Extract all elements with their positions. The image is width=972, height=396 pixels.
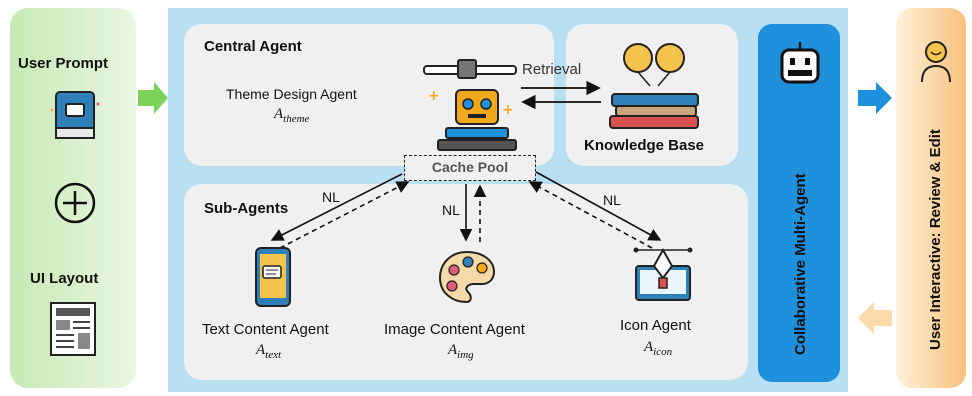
icon-agent-label: Icon Agent bbox=[620, 317, 691, 334]
nl-label-image: NL bbox=[442, 202, 460, 218]
layout-icon bbox=[50, 302, 96, 356]
cache-pool: Cache Pool bbox=[404, 155, 536, 181]
central-agent-title: Central Agent bbox=[204, 38, 302, 55]
output-arrow bbox=[858, 82, 892, 114]
phone-chat-icon bbox=[255, 247, 291, 307]
input-arrow bbox=[138, 82, 168, 114]
image-agent-label: Image Content Agent bbox=[384, 321, 525, 338]
image-agent-symbol: Aimg bbox=[448, 342, 474, 361]
theme-agent-symbol: Atheme bbox=[274, 106, 310, 125]
collaborative-multi-agent-box bbox=[758, 24, 840, 382]
sub-agents-title: Sub-Agents bbox=[204, 200, 289, 217]
svg-text:+: + bbox=[502, 102, 514, 118]
user-prompt-label: User Prompt bbox=[18, 55, 109, 72]
book-icon bbox=[50, 91, 100, 139]
icon-agent-symbol: Aicon bbox=[644, 339, 673, 358]
robot-icon bbox=[780, 42, 820, 84]
plus-circle-icon bbox=[54, 182, 96, 224]
retrieval-label: Retrieval bbox=[522, 61, 582, 78]
theme-agent-label: Theme Design Agent bbox=[226, 86, 357, 102]
user-interactive-label: User Interactive: Review & Edit bbox=[927, 129, 944, 350]
nl-label-icon: NL bbox=[603, 192, 621, 208]
robot-printer-icon: + + bbox=[423, 59, 517, 151]
knowledge-base-icon bbox=[609, 43, 699, 129]
feedback-arrow bbox=[858, 302, 892, 334]
ui-layout-label: UI Layout bbox=[30, 270, 99, 287]
user-icon bbox=[921, 41, 951, 83]
collaborative-label: Collaborative Multi-Agent bbox=[792, 173, 809, 355]
pen-tool-icon bbox=[633, 247, 693, 301]
nl-label-text: NL bbox=[322, 189, 340, 205]
user-interactive-panel bbox=[896, 8, 966, 388]
knowledge-base-title: Knowledge Base bbox=[584, 137, 705, 154]
retrieval-arrows bbox=[521, 80, 601, 110]
svg-text:+: + bbox=[428, 88, 440, 104]
text-agent-symbol: Atext bbox=[256, 342, 282, 361]
text-agent-label: Text Content Agent bbox=[202, 321, 329, 338]
palette-icon bbox=[438, 250, 496, 304]
